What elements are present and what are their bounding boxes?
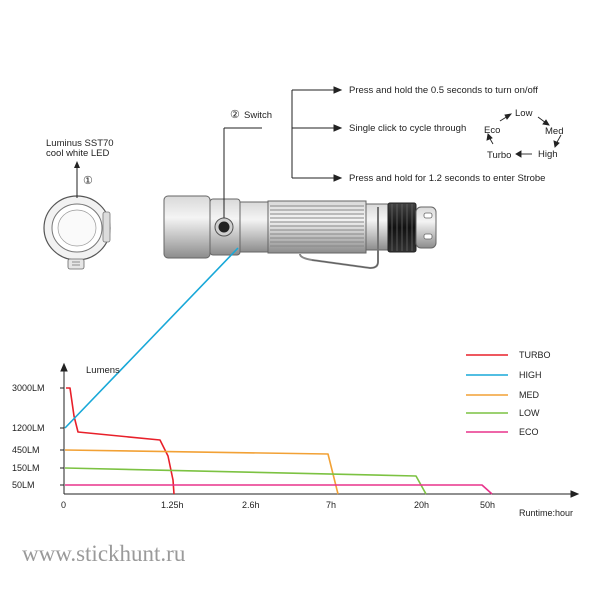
flashlight-side-view (163, 195, 437, 270)
led-label-line1: Luminus SST70 (46, 138, 114, 149)
mode-low: Low (515, 108, 533, 119)
led-callout-number: ① (83, 175, 93, 187)
legend-label-eco: ECO (519, 427, 539, 437)
y-tick-label: 3000LM (12, 383, 45, 393)
chart-axes (60, 362, 580, 498)
led-label-line2: cool white LED (46, 148, 110, 159)
mode-med: Med (545, 126, 564, 137)
x-tick-label: 1.25h (161, 500, 184, 510)
switch-callout-number: ② (230, 109, 240, 121)
mode-high: High (538, 149, 558, 160)
y-tick-label: 1200LM (12, 423, 45, 433)
series-line-low (64, 467, 427, 495)
chart-tick-marks (60, 387, 64, 486)
x-tick-label: 0 (61, 500, 67, 510)
x-tick-label: 50h (480, 500, 496, 510)
mode-eco: Eco (484, 125, 501, 136)
series-line-eco (65, 484, 493, 495)
series-line-med (64, 449, 339, 495)
instruction-hold: Press and hold the 0.5 seconds to turn o… (349, 85, 538, 96)
chart-y-axis-label: Lumens (86, 365, 120, 376)
x-tick-label: 7h (326, 500, 337, 510)
legend-label-high: HIGH (519, 370, 542, 380)
legend-label-low: LOW (519, 408, 540, 418)
legend-label-med: MED (519, 390, 539, 400)
series-line-turbo (66, 387, 175, 495)
led-front-view (43, 195, 111, 270)
mode-cycle-arrows (486, 113, 562, 158)
legend-label-turbo: TURBO (519, 350, 551, 360)
x-tick-label: 20h (414, 500, 430, 510)
y-tick-label: 150LM (12, 463, 40, 473)
switch-label: Switch (244, 110, 272, 121)
instruction-strobe: Press and hold for 1.2 seconds to enter … (349, 173, 546, 184)
y-tick-label: 50LM (12, 480, 35, 490)
mode-turbo: Turbo (487, 150, 512, 161)
x-tick-label: 2.6h (242, 500, 260, 510)
chart-series-lines (64, 247, 493, 495)
chart-x-axis-label: Runtime:hour (519, 508, 574, 518)
instruction-cycle: Single click to cycle through (349, 123, 467, 134)
legend-swatches (466, 354, 508, 433)
watermark: www.stickhunt.ru (22, 541, 186, 566)
y-tick-label: 450LM (12, 445, 40, 455)
series-line-high (64, 247, 239, 429)
